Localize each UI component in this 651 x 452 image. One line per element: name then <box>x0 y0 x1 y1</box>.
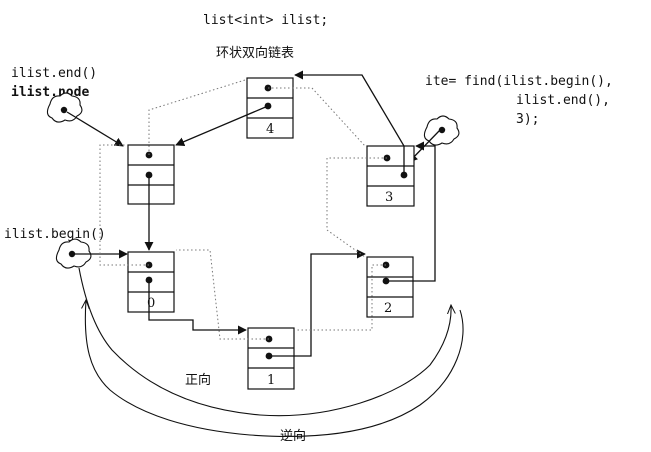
list-declaration: list<int> ilist; <box>203 13 328 28</box>
node-1: 1 <box>247 327 295 390</box>
node-value: 0 <box>147 296 155 311</box>
find-call-line-3: 3); <box>516 112 539 127</box>
begin-call-label: ilist.begin() <box>4 227 106 242</box>
next-links <box>144 70 436 357</box>
forward-direction-curve <box>78 267 451 417</box>
backward-direction-label: 逆向 <box>280 428 306 444</box>
node-value: 2 <box>384 301 392 316</box>
node-value: 4 <box>266 122 274 137</box>
find-call-line-2: ilist.end(), <box>516 93 610 108</box>
prev-links <box>99 79 387 340</box>
diagram-title: 环状双向链表 <box>216 45 294 61</box>
end-iterator-arrow <box>66 111 124 147</box>
node-4: 4 <box>246 77 294 139</box>
end-call-label: ilist.end() <box>11 66 97 81</box>
forward-direction-label: 正向 <box>185 372 211 388</box>
backward-direction-curve <box>85 300 464 437</box>
node-value: 3 <box>385 190 393 205</box>
node-value: 1 <box>267 373 275 388</box>
node-2: 2 <box>366 256 414 318</box>
end-iterator-cloud-icon <box>46 92 83 123</box>
node-3: 3 <box>366 145 415 207</box>
find-call-line-1: ite= find(ilist.begin(), <box>425 74 613 89</box>
node-blank <box>127 144 175 205</box>
begin-iterator-cloud-icon <box>55 238 92 269</box>
node-0: 0 <box>127 251 175 313</box>
